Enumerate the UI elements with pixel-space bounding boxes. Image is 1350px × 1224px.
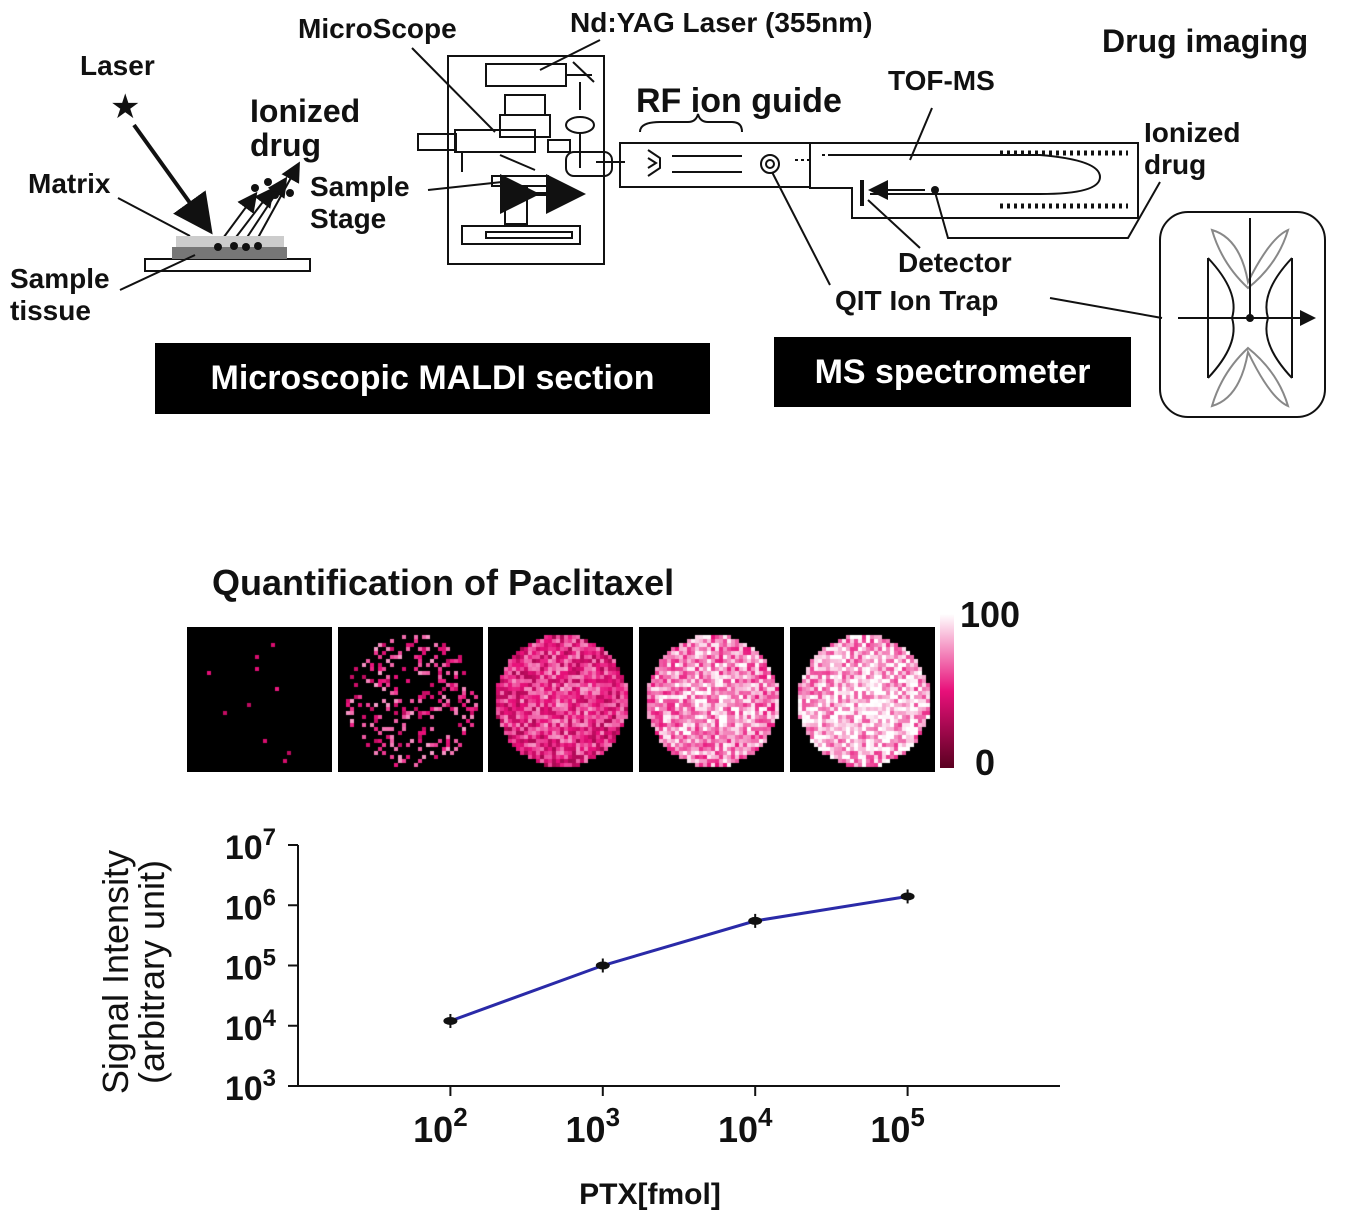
microscope-label: MicroScope — [298, 13, 457, 44]
ms-spectrometer-label: MS spectrometer — [774, 337, 1131, 407]
heatmap-title: Quantification of Paclitaxel — [212, 562, 675, 603]
tof-ms-label: TOF-MS — [888, 65, 995, 96]
y-tick-label: 106 — [225, 884, 276, 927]
sample-stage-label: Sample Stage — [310, 171, 417, 234]
heatmap-panel — [338, 627, 483, 772]
sample-slide — [144, 236, 311, 272]
y-axis-label: Signal Intensity — [95, 850, 136, 1094]
x-tick-label: 105 — [870, 1102, 925, 1150]
ion-trajectories — [217, 161, 300, 246]
ionized-drug-right-label: Ionized drug — [1144, 117, 1248, 180]
laser-label: Laser — [80, 50, 155, 81]
ndyag-laser-label: Nd:YAG Laser (355nm) — [570, 7, 872, 38]
qit-detail-pointer — [1049, 297, 1163, 319]
drug-imaging-label: Drug imaging — [1102, 23, 1308, 59]
data-point — [443, 1016, 458, 1025]
heatmap-panel — [187, 627, 332, 772]
qit-detail — [1159, 211, 1326, 418]
heatmap-image — [639, 627, 784, 772]
y-tick-label: 104 — [225, 1005, 277, 1048]
heatmap-image — [187, 627, 332, 772]
qit-ion-trap-label: QIT Ion Trap — [835, 285, 998, 316]
detector-label: Detector — [898, 247, 1012, 278]
y-tick-label: 103 — [225, 1065, 276, 1108]
ionized-drug-left-label: Ionized drug — [250, 93, 369, 163]
x-axis-label: PTX[fmol] — [579, 1178, 721, 1211]
sample-tissue-label: Sample tissue — [10, 263, 117, 326]
data-point — [595, 961, 610, 970]
microscope-assembly — [417, 55, 625, 265]
x-tick-label: 104 — [718, 1102, 773, 1150]
instrument-diagram: ★ Laser Ionized drug Matrix Sample tissu… — [10, 7, 1326, 418]
matrix-label: Matrix — [28, 168, 111, 199]
ionized-drug-right-pointer — [934, 181, 1161, 239]
x-tick-label: 102 — [413, 1102, 468, 1150]
rf-brace — [639, 113, 743, 133]
qit-ion-dot — [1246, 314, 1254, 322]
svg-text:★: ★ — [110, 87, 140, 127]
heatmap-panel — [488, 627, 633, 772]
heatmap-panel — [639, 627, 784, 772]
stage-pointer — [427, 181, 503, 191]
detector-pointer — [867, 199, 921, 249]
qit-arrow-head — [1300, 310, 1316, 326]
y-axis-sublabel: (arbitrary unit) — [131, 860, 172, 1084]
y-tick-label: 105 — [225, 945, 276, 988]
microscope-pointer — [411, 47, 496, 133]
x-tick-label: 103 — [566, 1102, 621, 1150]
y-tick-label: 107 — [225, 824, 276, 867]
tof-ion-dot — [931, 186, 939, 194]
heatmap-panel — [790, 627, 935, 772]
laser-star-icon: ★ — [110, 87, 140, 127]
series-line — [449, 894, 908, 1023]
tof-pointer — [909, 107, 933, 161]
heatmap-image — [790, 627, 935, 772]
laser-beam — [132, 123, 213, 235]
tissue-pointer — [119, 254, 196, 291]
rf-ion-guide — [619, 142, 811, 188]
heatmap-image — [338, 627, 483, 772]
matrix-pointer — [117, 197, 191, 237]
colorbar-max-label: 100 — [960, 594, 1021, 635]
data-point — [748, 916, 763, 925]
ion-dots — [251, 178, 294, 199]
tof-ms-tube — [809, 142, 1139, 219]
heatmap-image — [488, 627, 633, 772]
data-point — [900, 892, 915, 901]
maldi-section-label: Microscopic MALDI section — [155, 343, 710, 414]
rf-ion-guide-label: RF ion guide — [636, 82, 842, 120]
qit-pointer — [771, 171, 831, 286]
colorbar-min-label: 0 — [975, 742, 996, 783]
colorbar — [940, 614, 954, 768]
